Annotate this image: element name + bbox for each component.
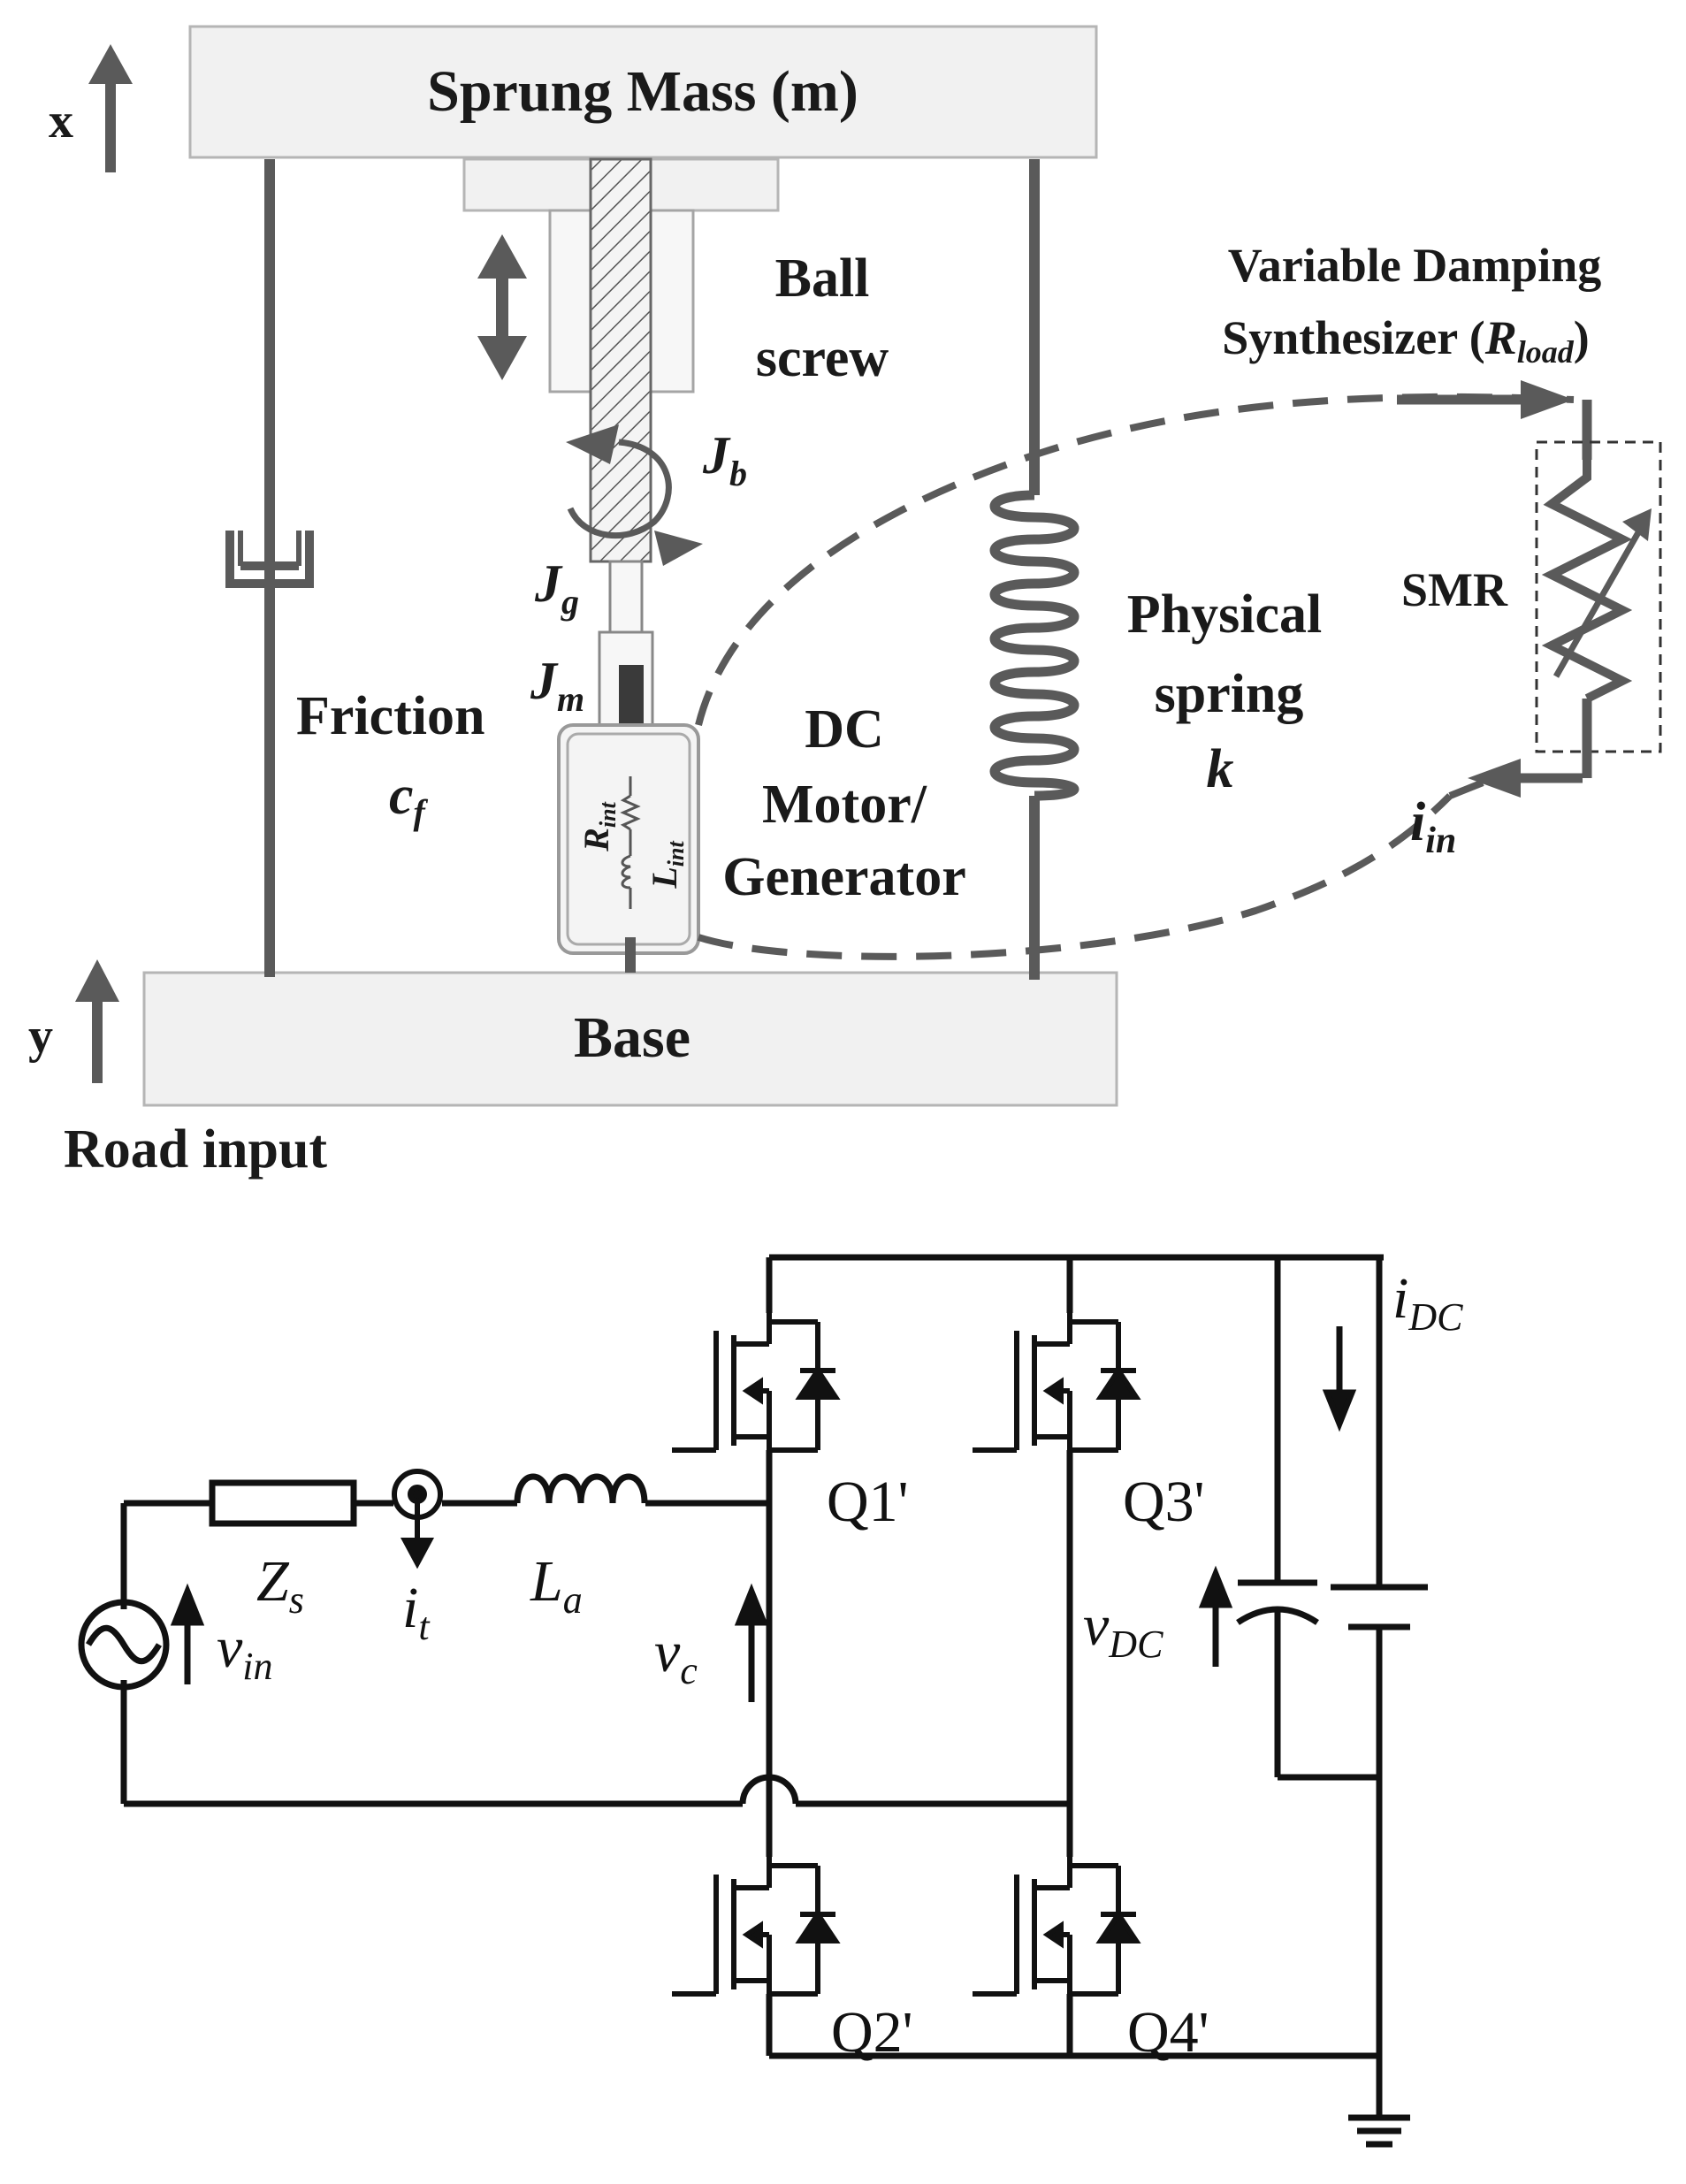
switch-q3 — [973, 1313, 1141, 1453]
q3-label: Q3' — [1123, 1470, 1205, 1534]
y-label: y — [28, 1009, 53, 1064]
sprung-mass-label: Sprung Mass (m) — [427, 59, 858, 124]
cf-symbol: cf — [389, 766, 429, 832]
jg-symbol: Jg — [534, 554, 579, 622]
switch-q2 — [672, 1857, 841, 1997]
dc-motor — [557, 665, 700, 973]
lint-symbol: Lint — [645, 841, 689, 890]
la-label: La — [530, 1549, 583, 1622]
vds-label-2: Synthesizer (Rload) — [1222, 311, 1590, 370]
vin-label: vin — [217, 1615, 273, 1688]
switch-q4 — [973, 1857, 1141, 1997]
physical-spring — [989, 159, 1079, 980]
dc-motor-label-2: Motor/ — [762, 775, 927, 835]
ball-screw-motion-arrow — [477, 234, 527, 380]
x-label: x — [49, 94, 73, 149]
jm-symbol: Jm — [530, 652, 584, 719]
sprung-mass-box — [188, 25, 1098, 159]
dc-motor-label-1: DC — [805, 699, 884, 760]
iin-symbol: iin — [1410, 792, 1456, 861]
road-input-label: Road input — [64, 1119, 327, 1180]
vc-label: vc — [654, 1620, 698, 1692]
mechanical-model: Sprung Mass (m) Base x y Road input Fric… — [28, 25, 1662, 1180]
q1-label: Q1' — [827, 1470, 909, 1534]
inverter-circuit — [120, 1254, 1428, 2148]
vds-label-1: Variable Damping — [1228, 239, 1602, 292]
rint-symbol: Rint — [576, 801, 621, 851]
base-label: Base — [574, 1005, 690, 1070]
switch-q1 — [672, 1313, 841, 1453]
rotation-arrow — [566, 424, 703, 566]
ball-screw-label-2: screw — [756, 328, 889, 388]
ball-screw-label-1: Ball — [775, 248, 870, 309]
spring-k-symbol: k — [1207, 739, 1234, 799]
friction-damper — [225, 159, 314, 977]
q2-label: Q2' — [831, 2000, 913, 2065]
x-axis-arrow — [88, 44, 133, 172]
idc-label: iDC — [1392, 1266, 1463, 1339]
zs-impedance — [209, 1479, 357, 1527]
la-inductor — [514, 1473, 648, 1504]
smr-variable-resistor — [1535, 400, 1662, 778]
vdc-label: vDC — [1083, 1593, 1163, 1666]
smr-label: SMR — [1401, 563, 1508, 616]
ac-voltage-source — [78, 1599, 170, 1691]
zs-label: Zs — [256, 1549, 304, 1622]
friction-label: Friction — [296, 686, 485, 746]
it-label: it — [402, 1576, 431, 1648]
spring-label-2: spring — [1155, 664, 1304, 724]
base-box — [142, 971, 1118, 1107]
spring-label-1: Physical — [1127, 584, 1322, 645]
current-flow-arrows — [1397, 380, 1583, 798]
circuit-arrows — [170, 1326, 1357, 1702]
dc-motor-label-3: Generator — [722, 847, 965, 907]
current-sensor — [392, 1469, 443, 1569]
jb-symbol: Jb — [702, 426, 747, 493]
ball-screw — [462, 157, 780, 740]
y-axis-arrow — [75, 959, 119, 1083]
q4-label: Q4' — [1127, 2000, 1209, 2065]
